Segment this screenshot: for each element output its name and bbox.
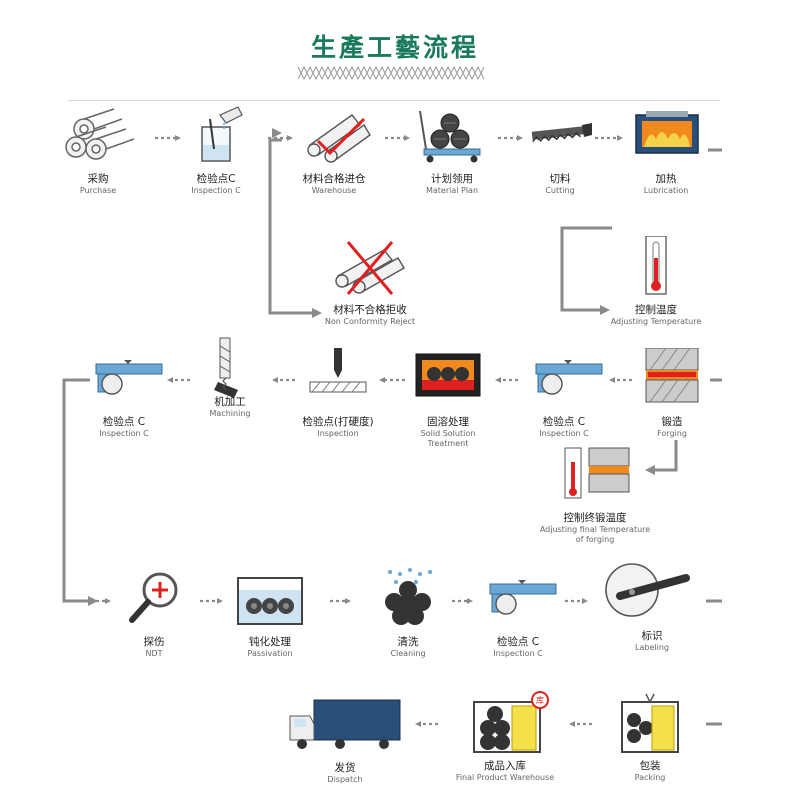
step-solid-solution-treatment: 固溶处理 Solid Solution Treatment bbox=[386, 348, 510, 449]
saw-icon bbox=[531, 123, 592, 143]
step-label-cn: 清洗 bbox=[397, 636, 419, 648]
truck-icon bbox=[289, 699, 401, 749]
step-machining: 机加工 Machining bbox=[168, 328, 292, 419]
hardness-tester-icon bbox=[309, 348, 367, 393]
step-label-en: Machining bbox=[209, 409, 251, 418]
step-label-cn: 检验点(打硬度) bbox=[302, 416, 374, 428]
pipes-cross-icon bbox=[335, 241, 405, 295]
step-packing: 包装 Packing bbox=[588, 688, 712, 783]
solution-furnace-icon bbox=[415, 353, 481, 397]
step-label-en: Packing bbox=[634, 773, 666, 782]
step-label-cn: 探伤 bbox=[143, 636, 165, 648]
step-label-cn: 控制终锻温度 bbox=[563, 512, 627, 524]
step-label-cn: 检验点 C bbox=[542, 416, 586, 428]
step-label-cn: 采购 bbox=[87, 173, 109, 185]
step-warehouse: 材料合格进仓 Warehouse bbox=[272, 105, 396, 196]
cart-icon bbox=[419, 110, 481, 163]
step-label-cn: 发货 bbox=[334, 762, 356, 774]
step-dispatch: 发货 Dispatch bbox=[280, 694, 410, 785]
step-forging: 锻造 Forging bbox=[610, 347, 734, 439]
step-inspection-2: 检验点 C Inspection C bbox=[62, 348, 186, 439]
step-material-plan: 计划领用 Material Plan bbox=[390, 105, 514, 196]
step-inspection-4: 检验点 C Inspection C bbox=[456, 568, 580, 659]
step-cleaning: 清洗 Cleaning bbox=[346, 568, 470, 659]
step-label-en: Cutting bbox=[545, 186, 575, 195]
step-label-cn: 切料 bbox=[549, 173, 571, 185]
step-inspection-1: 检验点C Inspection C bbox=[154, 105, 278, 196]
step-inspection-hardness: 检验点(打硬度) Inspection bbox=[276, 348, 400, 439]
step-label-cn: 检验点 C bbox=[496, 636, 540, 648]
step-label-en: Adjusting final Temperature of forging bbox=[539, 525, 651, 544]
step-label-cn: 固溶处理 bbox=[427, 416, 469, 428]
step-final-product-warehouse: 库 成品入库 Final Product Warehouse bbox=[440, 688, 570, 783]
step-label-en: Inspection C bbox=[99, 429, 149, 438]
drill-icon bbox=[214, 337, 238, 398]
step-label-cn: 材料合格进仓 bbox=[302, 173, 366, 185]
step-label-en: Purchase bbox=[79, 186, 117, 195]
step-passivation: 钝化处理 Passivation bbox=[208, 568, 332, 659]
title-zigzag-decoration bbox=[298, 66, 485, 80]
step-label-cn: 计划领用 bbox=[431, 173, 473, 185]
step-label-cn: 包装 bbox=[639, 760, 661, 772]
tank-icon bbox=[237, 577, 303, 625]
step-label-cn: 检验点 C bbox=[102, 416, 146, 428]
svg-text:库: 库 bbox=[536, 695, 544, 705]
step-label-cn: 控制温度 bbox=[635, 304, 677, 316]
step-label-cn: 检验点C bbox=[196, 173, 236, 185]
step-label-en: Adjusting Temperature bbox=[610, 317, 702, 326]
step-label-cn: 材料不合格拒收 bbox=[333, 304, 407, 316]
step-label-en: Inspection C bbox=[191, 186, 241, 195]
step-label-cn: 锻造 bbox=[661, 416, 683, 428]
step-adjusting-final-temperature: 控制终锻温度 Adjusting final Temperature of fo… bbox=[530, 444, 660, 545]
step-label-en: Inspection C bbox=[539, 429, 589, 438]
caliper-icon bbox=[535, 360, 603, 395]
step-label-en: Inspection C bbox=[493, 649, 543, 658]
step-label-cn: 钝化处理 bbox=[249, 636, 291, 648]
header-divider bbox=[68, 100, 720, 101]
label-icon bbox=[605, 563, 690, 617]
furnace-icon bbox=[635, 111, 699, 154]
pipes-check-icon bbox=[307, 114, 371, 163]
caliper-icon bbox=[95, 360, 163, 395]
box-icon: 库 bbox=[473, 691, 549, 753]
step-label-cn: 成品入库 bbox=[484, 760, 526, 772]
caliper-icon bbox=[489, 580, 557, 615]
pipes-icon bbox=[65, 108, 135, 160]
page-title: 生產工藝流程 bbox=[310, 33, 479, 62]
step-label-en: Cleaning bbox=[390, 649, 426, 658]
step-label-en: Warehouse bbox=[311, 186, 357, 195]
step-purchase: 采购 Purchase bbox=[36, 105, 160, 196]
shower-icon bbox=[385, 568, 432, 625]
step-label-cn: 标识 bbox=[641, 630, 663, 642]
step-label-en: Solid Solution Treatment bbox=[420, 429, 476, 448]
step-labeling: 标识 Labeling bbox=[590, 558, 714, 653]
step-lubrication: 加热 Lubrication bbox=[604, 105, 728, 196]
step-label-en: NDT bbox=[145, 649, 163, 658]
step-label-en: Inspection bbox=[317, 429, 359, 438]
step-label-en: Non Conformity Reject bbox=[324, 317, 416, 326]
step-ndt: 探伤 NDT bbox=[92, 568, 216, 659]
step-label-en: Forging bbox=[657, 429, 687, 438]
step-cutting: 切料 Cutting bbox=[498, 105, 622, 196]
step-label-en: Material Plan bbox=[425, 186, 479, 195]
step-adjusting-temperature: 控制温度 Adjusting Temperature bbox=[594, 235, 718, 327]
magnifier-icon bbox=[129, 572, 178, 623]
press-icon bbox=[645, 347, 699, 403]
step-label-cn: 加热 bbox=[655, 173, 677, 185]
package-icon bbox=[621, 693, 679, 753]
step-inspection-3: 检验点 C Inspection C bbox=[502, 348, 626, 439]
beaker-inspection-icon bbox=[201, 106, 243, 162]
thermometer-icon bbox=[645, 235, 667, 295]
step-label-en: Labeling bbox=[635, 643, 669, 652]
step-label-en: Lubrication bbox=[643, 186, 689, 195]
step-non-conformity-reject: 材料不合格拒收 Non Conformity Reject bbox=[308, 236, 432, 327]
step-label-cn: 机加工 bbox=[214, 396, 246, 408]
thermometer-furnace-icon bbox=[564, 447, 630, 499]
step-label-en: Passivation bbox=[247, 649, 293, 658]
step-label-en: Dispatch bbox=[327, 775, 363, 784]
step-label-en: Final Product Warehouse bbox=[455, 773, 555, 782]
